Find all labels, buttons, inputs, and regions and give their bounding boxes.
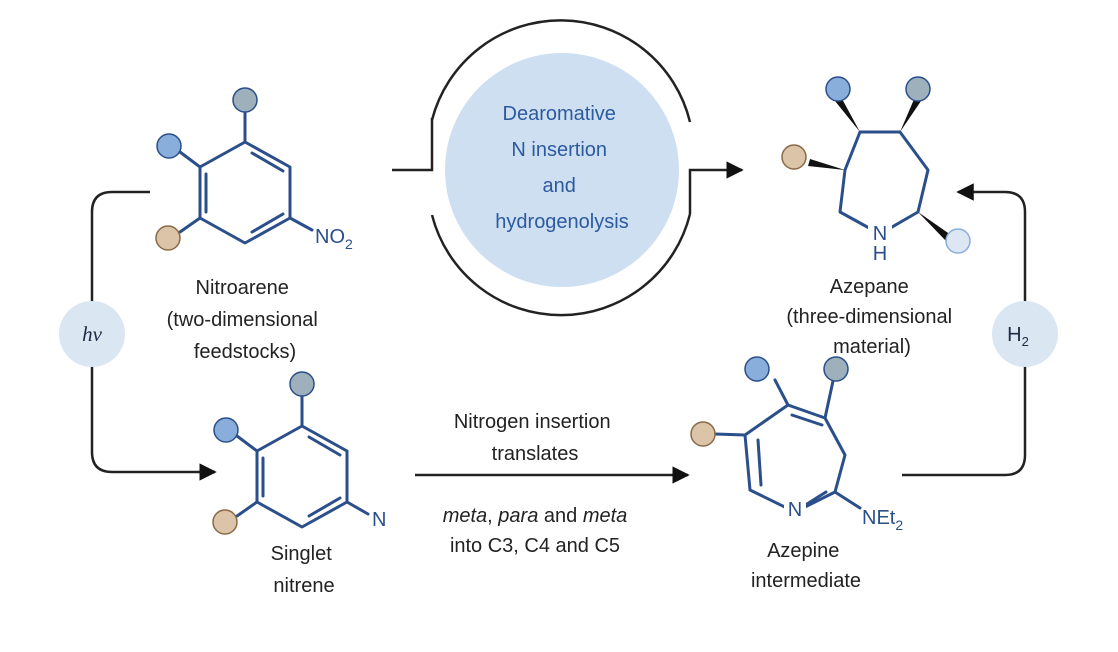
azepane-ring (838, 130, 930, 236)
cycle-arc (430, 19, 692, 123)
azepine-amine-group: NEt2 (862, 507, 903, 533)
left-entry-line (392, 118, 434, 172)
azepine-name: Azepine intermediate (751, 540, 861, 592)
middle-arrow-top-text: Nitrogen insertion translates (454, 411, 616, 465)
center-line-4: hydrogenolysis (495, 211, 628, 233)
sub-circle-tan (212, 509, 238, 535)
sub-circle-gray (289, 371, 315, 397)
azepane-name: Azepane (three-dimensional material) (786, 276, 957, 358)
nitroarene-name: Nitroarene (two-dimensional feedstocks) (167, 277, 324, 363)
right-exit-arrow (688, 161, 744, 214)
nitrene-name: Singlet nitrene (271, 543, 338, 597)
nitrene-structure: N (212, 371, 386, 535)
h2-badge: H2 (992, 301, 1058, 367)
middle-arrow-bottom-line-2: into C3, C4 and C5 (450, 535, 620, 557)
center-circle (445, 53, 679, 287)
nitrene-ring (255, 424, 349, 529)
azepine-ring (743, 403, 847, 514)
sub-circle-gray (905, 76, 931, 102)
nitroarene-ring (198, 140, 292, 245)
h2-label: H2 (1007, 324, 1029, 349)
sub-circle-blue (213, 417, 239, 443)
light-label: hν (82, 322, 103, 346)
sub-circle-gray (232, 87, 258, 113)
nitroarene-structure: NO2 (155, 87, 353, 252)
nitrene-atom: N (372, 509, 386, 531)
azepane-structure: N H (781, 76, 971, 265)
sub-circle-tan (781, 144, 807, 170)
sub-circle-lightblue (945, 228, 971, 254)
sub-circle-tan (690, 421, 716, 447)
azepane-n-atom: N (873, 223, 887, 245)
sub-circle-tan (155, 225, 181, 251)
cycle-arc-lower (430, 213, 692, 317)
center-line-2: N insertion (511, 139, 607, 161)
azepane-h-atom: H (873, 243, 887, 265)
center-cycle: Dearomative N insertion and hydrogenolys… (392, 19, 744, 317)
sub-circle-blue (156, 133, 182, 159)
center-line-1: Dearomative (503, 103, 616, 125)
middle-arrow-bottom-line-1: meta, para and meta (443, 505, 628, 527)
sub-circle-blue (825, 76, 851, 102)
sub-circle-gray (823, 356, 849, 382)
azepine-n-atom: N (788, 499, 802, 521)
center-line-3: and (543, 175, 576, 197)
nitro-group-label: NO2 (315, 226, 353, 252)
svg-text:Dearomative N insertion: Dearomative N insertion and hydrogenolys… (495, 103, 628, 233)
sub-circle-blue (744, 356, 770, 382)
azepine-structure: N NEt2 (690, 356, 903, 533)
light-badge: hν (59, 301, 125, 367)
